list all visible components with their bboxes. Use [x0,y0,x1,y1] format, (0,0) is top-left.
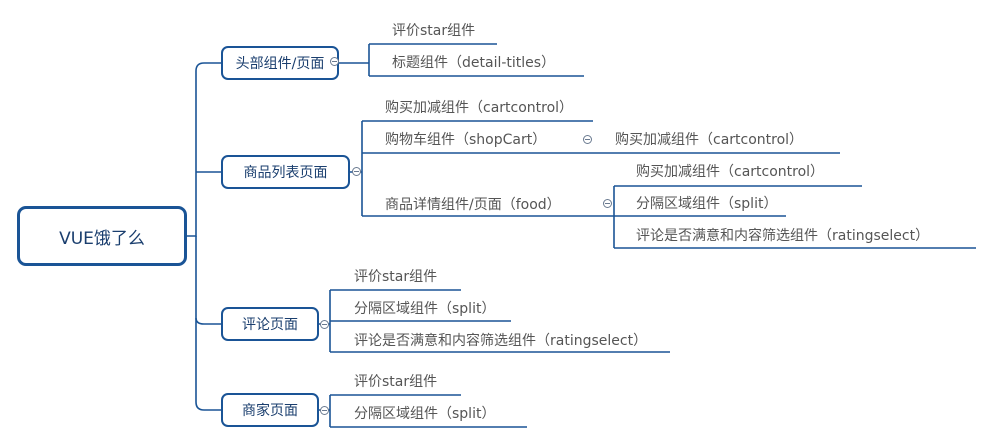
connector-food [613,185,976,249]
branch-node-header[interactable]: 头部组件/页面 [221,46,339,80]
collapse-toggle-goods-list[interactable] [352,167,361,176]
leaf-food-split[interactable]: 分隔区域组件（split） [636,196,778,212]
leaf-seller-star[interactable]: 评价star组件 [354,374,438,390]
connector-branch-1 [339,43,584,77]
connector-root-trunk [187,62,221,237]
leaf-header-detail-titles[interactable]: 标题组件（detail-titles） [392,55,556,71]
collapse-toggle-seller[interactable] [320,406,329,415]
leaf-ratings-ratingselect[interactable]: 评论是否满意和内容筛选组件（ratingselect） [354,333,648,349]
leaf-goods-shopcart[interactable]: 购物车组件（shopCart） [385,132,547,148]
collapse-toggle-shopcart[interactable] [583,135,592,144]
collapse-toggle-ratings[interactable] [320,320,329,329]
branch-node-goods-list[interactable]: 商品列表页面 [221,155,350,189]
leaf-goods-cartcontrol[interactable]: 购买加减组件（cartcontrol） [385,100,574,116]
collapse-toggle-header[interactable] [330,57,339,66]
leaf-header-star[interactable]: 评价star组件 [392,23,476,39]
leaf-ratings-star[interactable]: 评价star组件 [354,269,438,285]
branch-node-ratings[interactable]: 评论页面 [221,307,319,341]
branch-node-seller[interactable]: 商家页面 [221,393,319,427]
leaf-shopcart-cartcontrol[interactable]: 购买加减组件（cartcontrol） [615,132,804,148]
root-node[interactable]: VUE饿了么 [17,206,187,266]
leaf-food-ratingselect[interactable]: 评论是否满意和内容筛选组件（ratingselect） [636,228,930,244]
leaf-seller-split[interactable]: 分隔区域组件（split） [354,406,496,422]
connector-root-branch-4 [195,318,221,411]
leaf-food-cartcontrol[interactable]: 购买加减组件（cartcontrol） [636,164,825,180]
leaf-ratings-split[interactable]: 分隔区域组件（split） [354,301,496,317]
connector-root-branch-3 [195,236,221,325]
leaf-goods-food[interactable]: 商品详情组件/页面（food） [385,197,561,213]
collapse-toggle-food[interactable] [603,199,612,208]
